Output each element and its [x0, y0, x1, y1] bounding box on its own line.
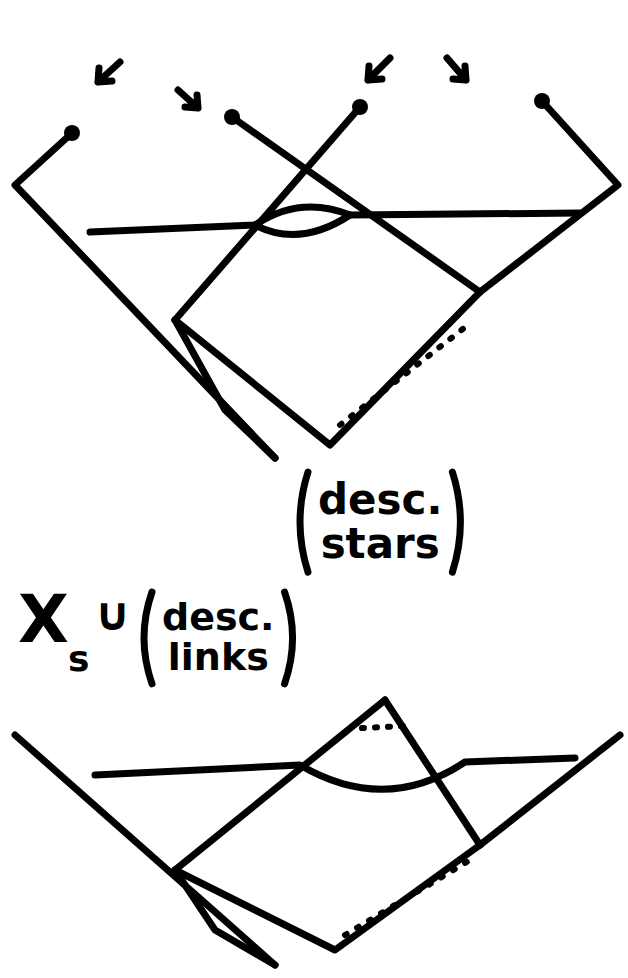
bracket-term: desc. links [162, 598, 275, 678]
right-parenthesis [285, 592, 293, 684]
left-parenthesis [300, 472, 308, 572]
exponent-term: desc. stars [318, 478, 442, 566]
right-parenthesis [452, 472, 460, 572]
bracket-group [144, 472, 460, 684]
space-symbol: X [18, 585, 69, 654]
union-symbol: ∪ [94, 590, 131, 638]
lower-complex [15, 700, 620, 965]
left-parenthesis [144, 592, 152, 684]
subscript: s [68, 640, 89, 678]
upper-complex [15, 58, 618, 458]
